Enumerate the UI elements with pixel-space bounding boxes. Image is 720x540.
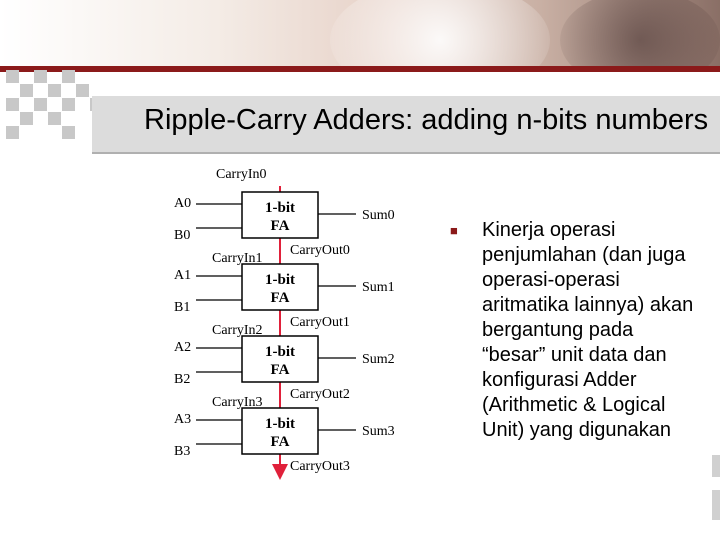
side-decoration — [712, 490, 720, 520]
input-a-label: A2 — [174, 340, 191, 355]
bullet-text: Kinerja operasi penjumlahan (dan juga op… — [482, 219, 694, 441]
header-banner — [0, 0, 720, 68]
input-b-label: B1 — [174, 300, 190, 315]
side-decoration — [712, 455, 720, 477]
sum-label: Sum3 — [362, 424, 395, 439]
carry-out-label: CarryOut1 — [290, 315, 350, 330]
carry-in-label: CarryIn3 — [212, 395, 263, 410]
banner-highlight — [330, 0, 550, 68]
input-a-label: A0 — [174, 196, 191, 211]
full-adder-block — [241, 407, 319, 455]
carry-in-label: CarryIn2 — [212, 323, 263, 338]
full-adder-block — [241, 191, 319, 239]
carry-in-label: CarryIn1 — [212, 251, 263, 266]
header-rule — [0, 66, 720, 72]
carry-out-label: CarryOut2 — [290, 387, 350, 402]
sum-label: Sum0 — [362, 208, 395, 223]
full-adder-block — [241, 263, 319, 311]
input-b-label: B3 — [174, 444, 190, 459]
input-a-label: A1 — [174, 268, 191, 283]
sum-label: Sum2 — [362, 352, 395, 367]
carry-out-label: CarryOut3 — [290, 459, 350, 474]
full-adder-block — [241, 335, 319, 383]
input-b-label: B2 — [174, 372, 190, 387]
square-bullet-icon: ■ — [450, 223, 458, 238]
title-bar — [92, 96, 720, 152]
banner-shadow — [560, 0, 720, 68]
title-underline — [92, 152, 720, 154]
carry-out-label: CarryOut0 — [290, 243, 350, 258]
input-b-label: B0 — [174, 228, 190, 243]
sum-label: Sum1 — [362, 280, 395, 295]
carry-in-top-label: CarryIn0 — [216, 167, 267, 182]
slide-title: Ripple-Carry Adders: adding n-bits numbe… — [144, 104, 709, 136]
input-a-label: A3 — [174, 412, 191, 427]
